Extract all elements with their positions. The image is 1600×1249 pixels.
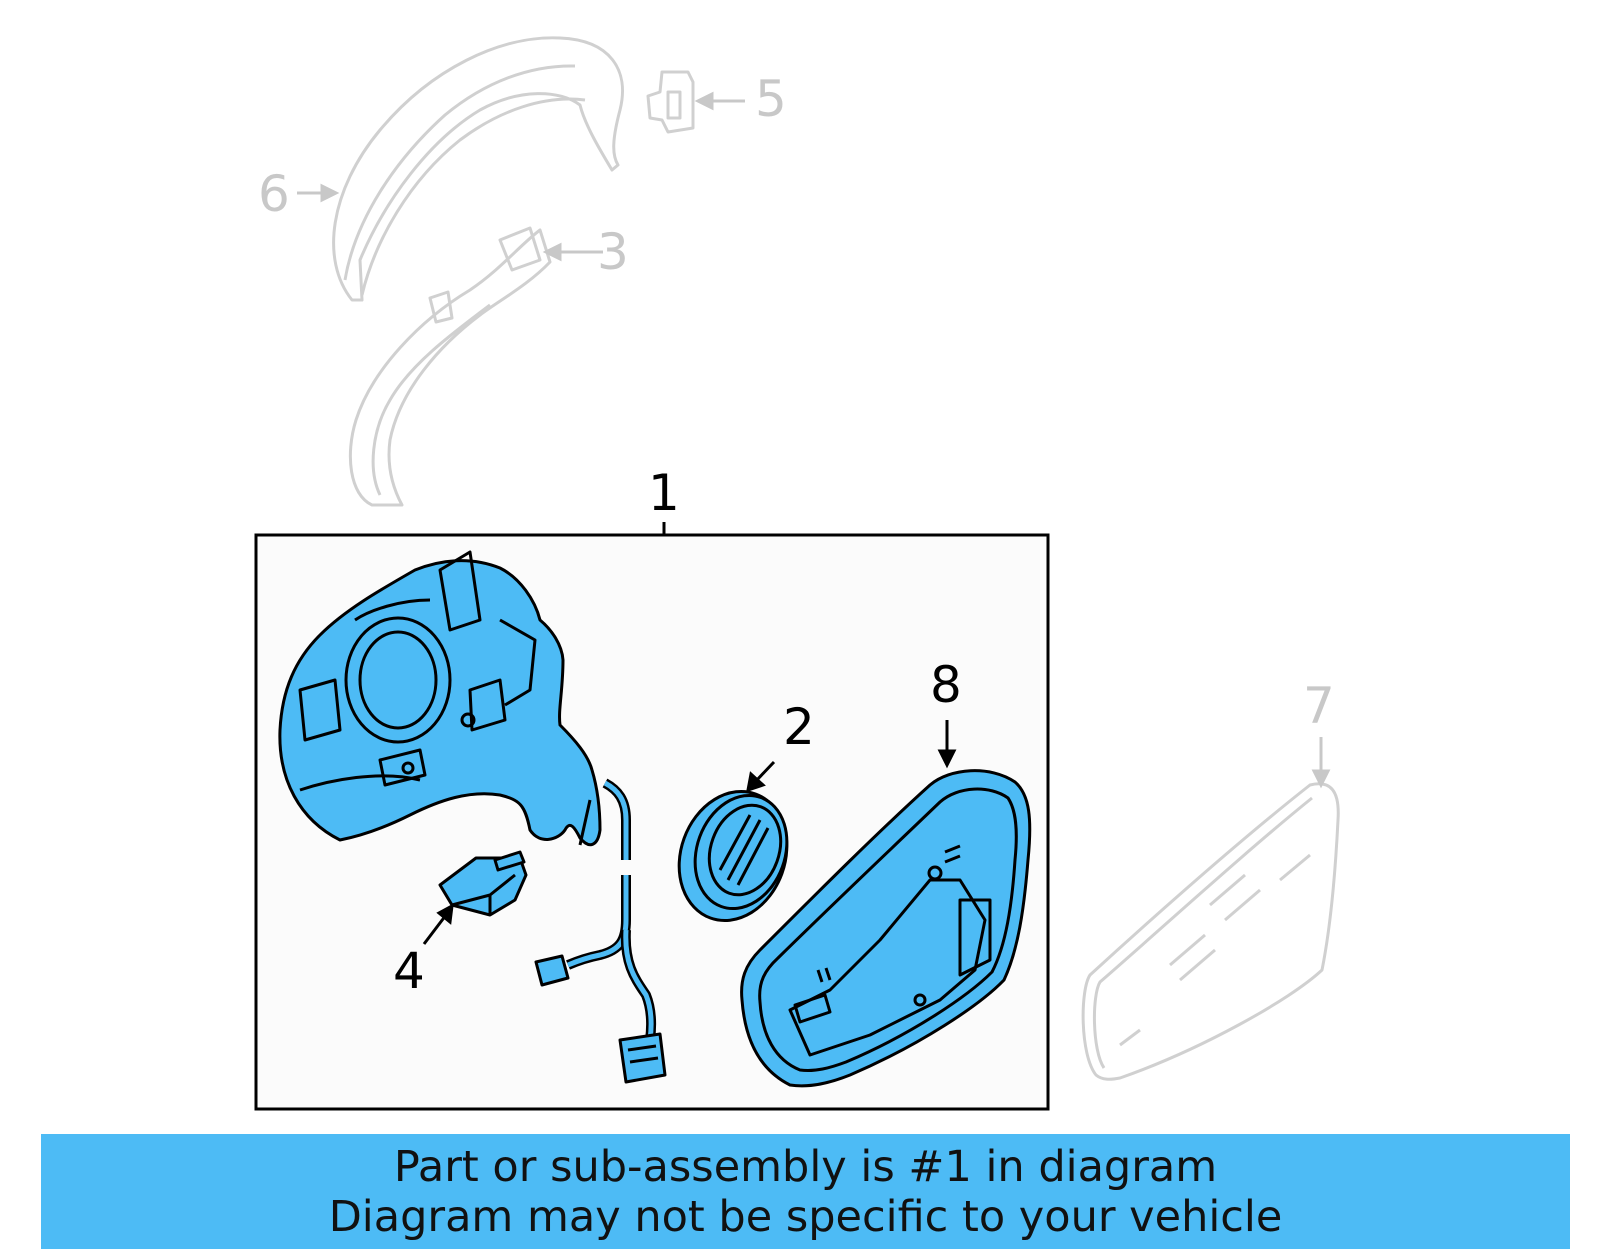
active-callout-arrows (422, 720, 957, 945)
faded-callout-arrows (297, 91, 1331, 789)
callout-3: 3 (597, 223, 629, 281)
callout-6: 6 (258, 165, 290, 223)
turn-signal-lamp (348, 226, 552, 507)
banner-line-2: Diagram may not be specific to your vehi… (328, 1192, 1283, 1242)
callout-5: 5 (755, 70, 787, 128)
mirror-cap-cover (332, 36, 624, 302)
mirror-housing (278, 550, 602, 847)
callout-8: 8 (930, 656, 962, 714)
callout-1: 1 (648, 464, 680, 522)
callout-4: 4 (393, 942, 425, 1000)
motor-actuator (677, 789, 789, 923)
callout-2: 2 (783, 698, 815, 756)
clip-part (646, 70, 695, 134)
wire-harness (534, 778, 667, 1084)
info-banner: Part or sub-assembly is #1 in diagram Di… (41, 1134, 1570, 1249)
banner-line-1: Part or sub-assembly is #1 in diagram (393, 1142, 1218, 1192)
sensor-connector (438, 850, 528, 917)
mirror-holder (740, 769, 1032, 1088)
callout-7: 7 (1303, 677, 1335, 735)
mirror-glass (1081, 782, 1340, 1081)
